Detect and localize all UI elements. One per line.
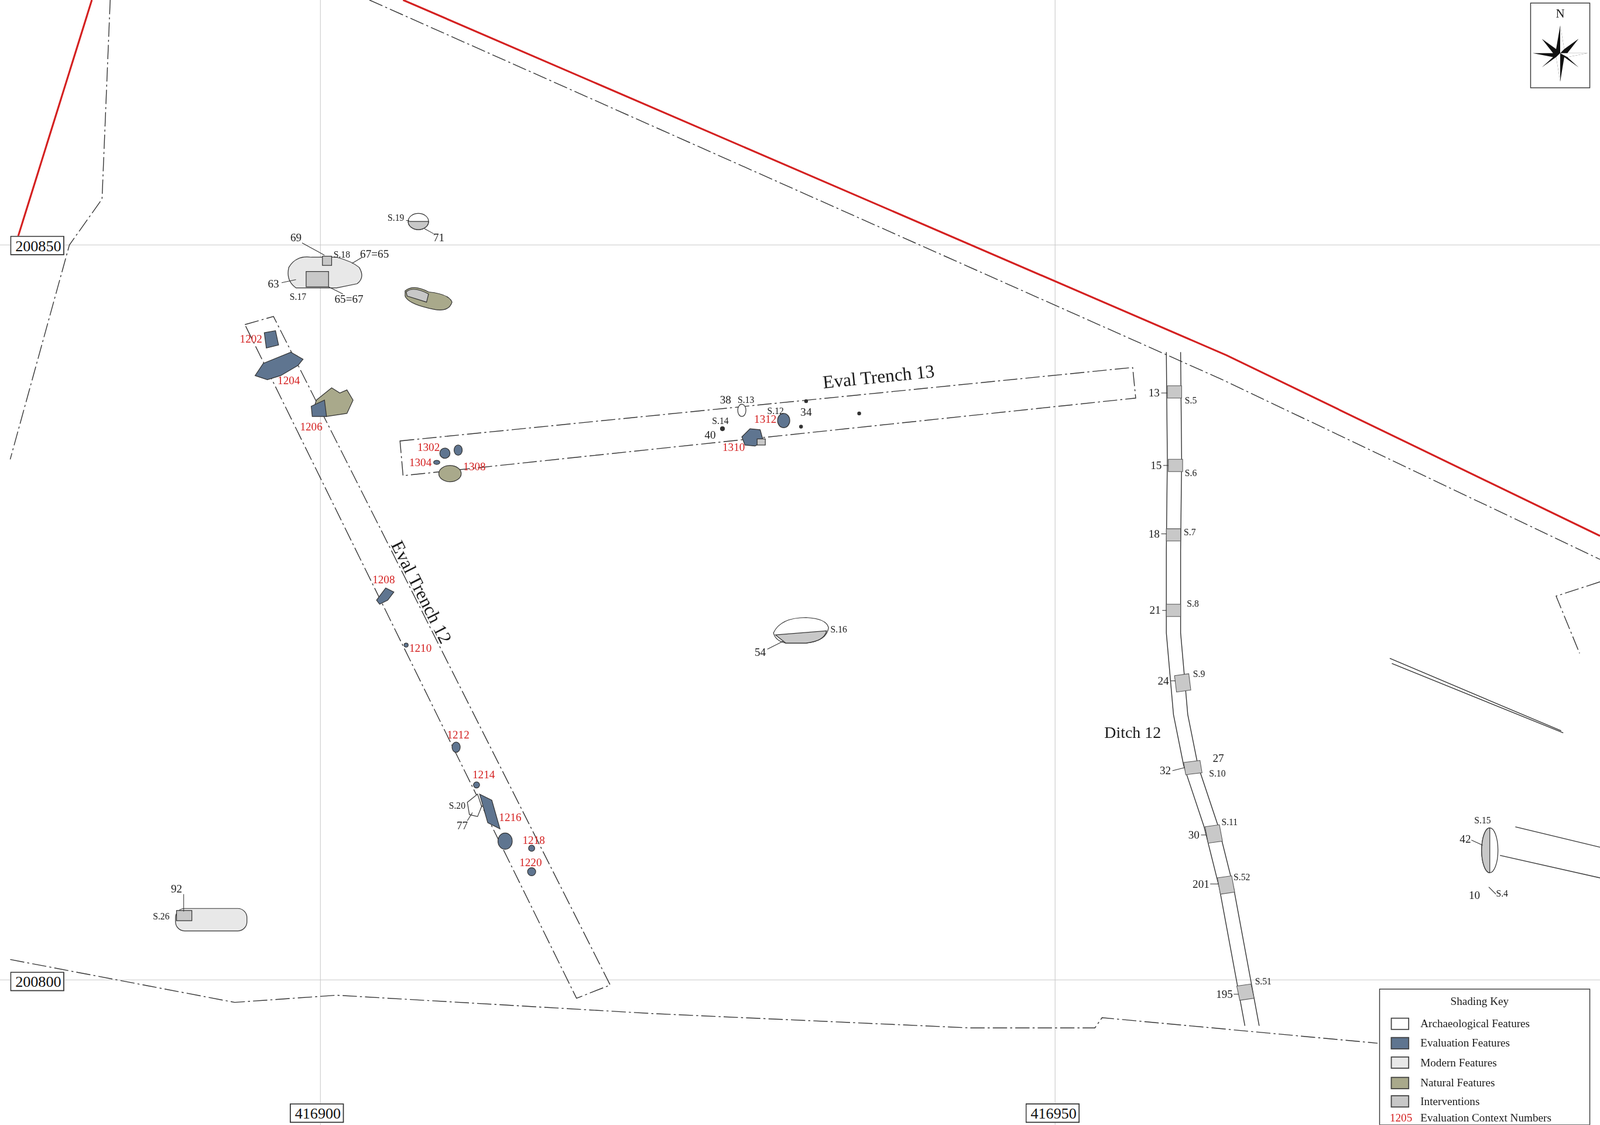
coordinate-box: 200850 <box>9 235 64 256</box>
context-number: 1310 <box>722 441 745 453</box>
feature-label: 32 <box>1159 764 1171 776</box>
feature-label: S.9 <box>1193 669 1206 680</box>
legend-text: Evaluation Context Numbers <box>1420 1111 1552 1123</box>
legend-swatch <box>1390 1094 1410 1108</box>
feature-label: 15 <box>1150 459 1162 471</box>
feature-label: 71 <box>433 232 445 244</box>
feature-label: 195 <box>1215 988 1233 1000</box>
feature-label: 13 <box>1148 386 1160 399</box>
context-number: 1216 <box>498 812 522 824</box>
context-number: 1202 <box>240 333 263 345</box>
coordinate-value: 200800 <box>15 974 61 990</box>
context-number: 1208 <box>372 573 395 585</box>
context-number: 1304 <box>409 456 432 468</box>
feature-label: 201 <box>1192 878 1210 890</box>
trench-label: Eval Trench 12 <box>388 537 455 646</box>
feature-label: 38 <box>720 394 732 406</box>
legend-text: Modern Features <box>1420 1056 1497 1068</box>
feature-label: 27 <box>1213 752 1225 764</box>
feature-label: 40 <box>704 429 716 441</box>
legend-text: Archaeological Features <box>1420 1018 1530 1030</box>
feature-label: S.19 <box>387 213 404 224</box>
feature-label: S.14 <box>711 416 729 427</box>
feature-label: 18 <box>1148 528 1160 540</box>
feature-label: Shading Key <box>1450 995 1510 1007</box>
feature-label: 77 <box>456 819 468 831</box>
feature-label: 69 <box>290 232 302 244</box>
legend-swatch <box>1390 1017 1410 1030</box>
context-number: 1204 <box>277 375 300 387</box>
feature-label: S.6 <box>1184 468 1198 479</box>
context-number: 1214 <box>472 768 495 780</box>
feature-label: 42 <box>1459 833 1471 845</box>
legend-swatch <box>1390 1056 1410 1069</box>
feature-label: 92 <box>170 883 183 895</box>
context-number: 1206 <box>299 420 322 433</box>
feature-label: 21 <box>1149 604 1161 616</box>
feature-label: S.10 <box>1208 768 1226 779</box>
feature-label: S.20 <box>449 801 466 811</box>
feature-label: S.17 <box>289 292 307 302</box>
feature-label: S.13 <box>737 395 755 405</box>
feature-label: S.52 <box>1233 872 1250 883</box>
feature-label: 34 <box>800 406 812 419</box>
feature-label: S.7 <box>1183 528 1197 538</box>
legend-text: Evaluation Features <box>1420 1037 1510 1049</box>
coordinate-box: 416900 <box>289 1102 344 1123</box>
legend-text: Interventions <box>1420 1095 1480 1107</box>
trench-label: Ditch 12 <box>1104 724 1161 742</box>
coordinate-box: 200800 <box>9 971 64 991</box>
feature-label: S.26 <box>152 911 170 921</box>
feature-label: 67=65 <box>360 248 389 260</box>
context-number: 1218 <box>522 834 545 846</box>
feature-label: S.5 <box>1184 396 1198 406</box>
feature-label: S.16 <box>830 625 848 635</box>
feature-label: S.18 <box>333 250 351 260</box>
feature-label: 65=67 <box>334 293 364 305</box>
feature-label: S.51 <box>1255 977 1272 987</box>
feature-label: 63 <box>268 278 280 290</box>
context-number: 1312 <box>754 413 777 426</box>
context-number: 1302 <box>417 441 440 453</box>
trench-label: Eval Trench 13 <box>821 361 936 392</box>
feature-label: S.8 <box>1186 599 1199 609</box>
coordinate-box: 416950 <box>1025 1102 1080 1123</box>
legend-swatch <box>1390 1076 1410 1089</box>
context-number: 1212 <box>446 728 469 740</box>
legend-swatch <box>1390 1036 1410 1050</box>
context-number: 1220 <box>519 856 542 868</box>
feature-label: N <box>1555 7 1565 20</box>
feature-label: 30 <box>1188 828 1200 841</box>
feature-label: 54 <box>754 646 766 658</box>
feature-label: S.15 <box>1474 816 1491 826</box>
coordinate-value: 416950 <box>1030 1105 1077 1122</box>
coordinate-value: 416900 <box>295 1105 341 1122</box>
context-number: 1210 <box>409 642 432 654</box>
legend-text: Natural Features <box>1420 1077 1495 1089</box>
feature-label: S.4 <box>1495 889 1509 899</box>
coordinate-value: 200850 <box>15 238 61 255</box>
context-number: 1205 <box>1389 1111 1413 1123</box>
feature-label: 24 <box>1157 675 1169 687</box>
context-number: 1308 <box>463 460 486 472</box>
feature-label: S.11 <box>1221 817 1238 828</box>
feature-label: 10 <box>1468 889 1480 901</box>
